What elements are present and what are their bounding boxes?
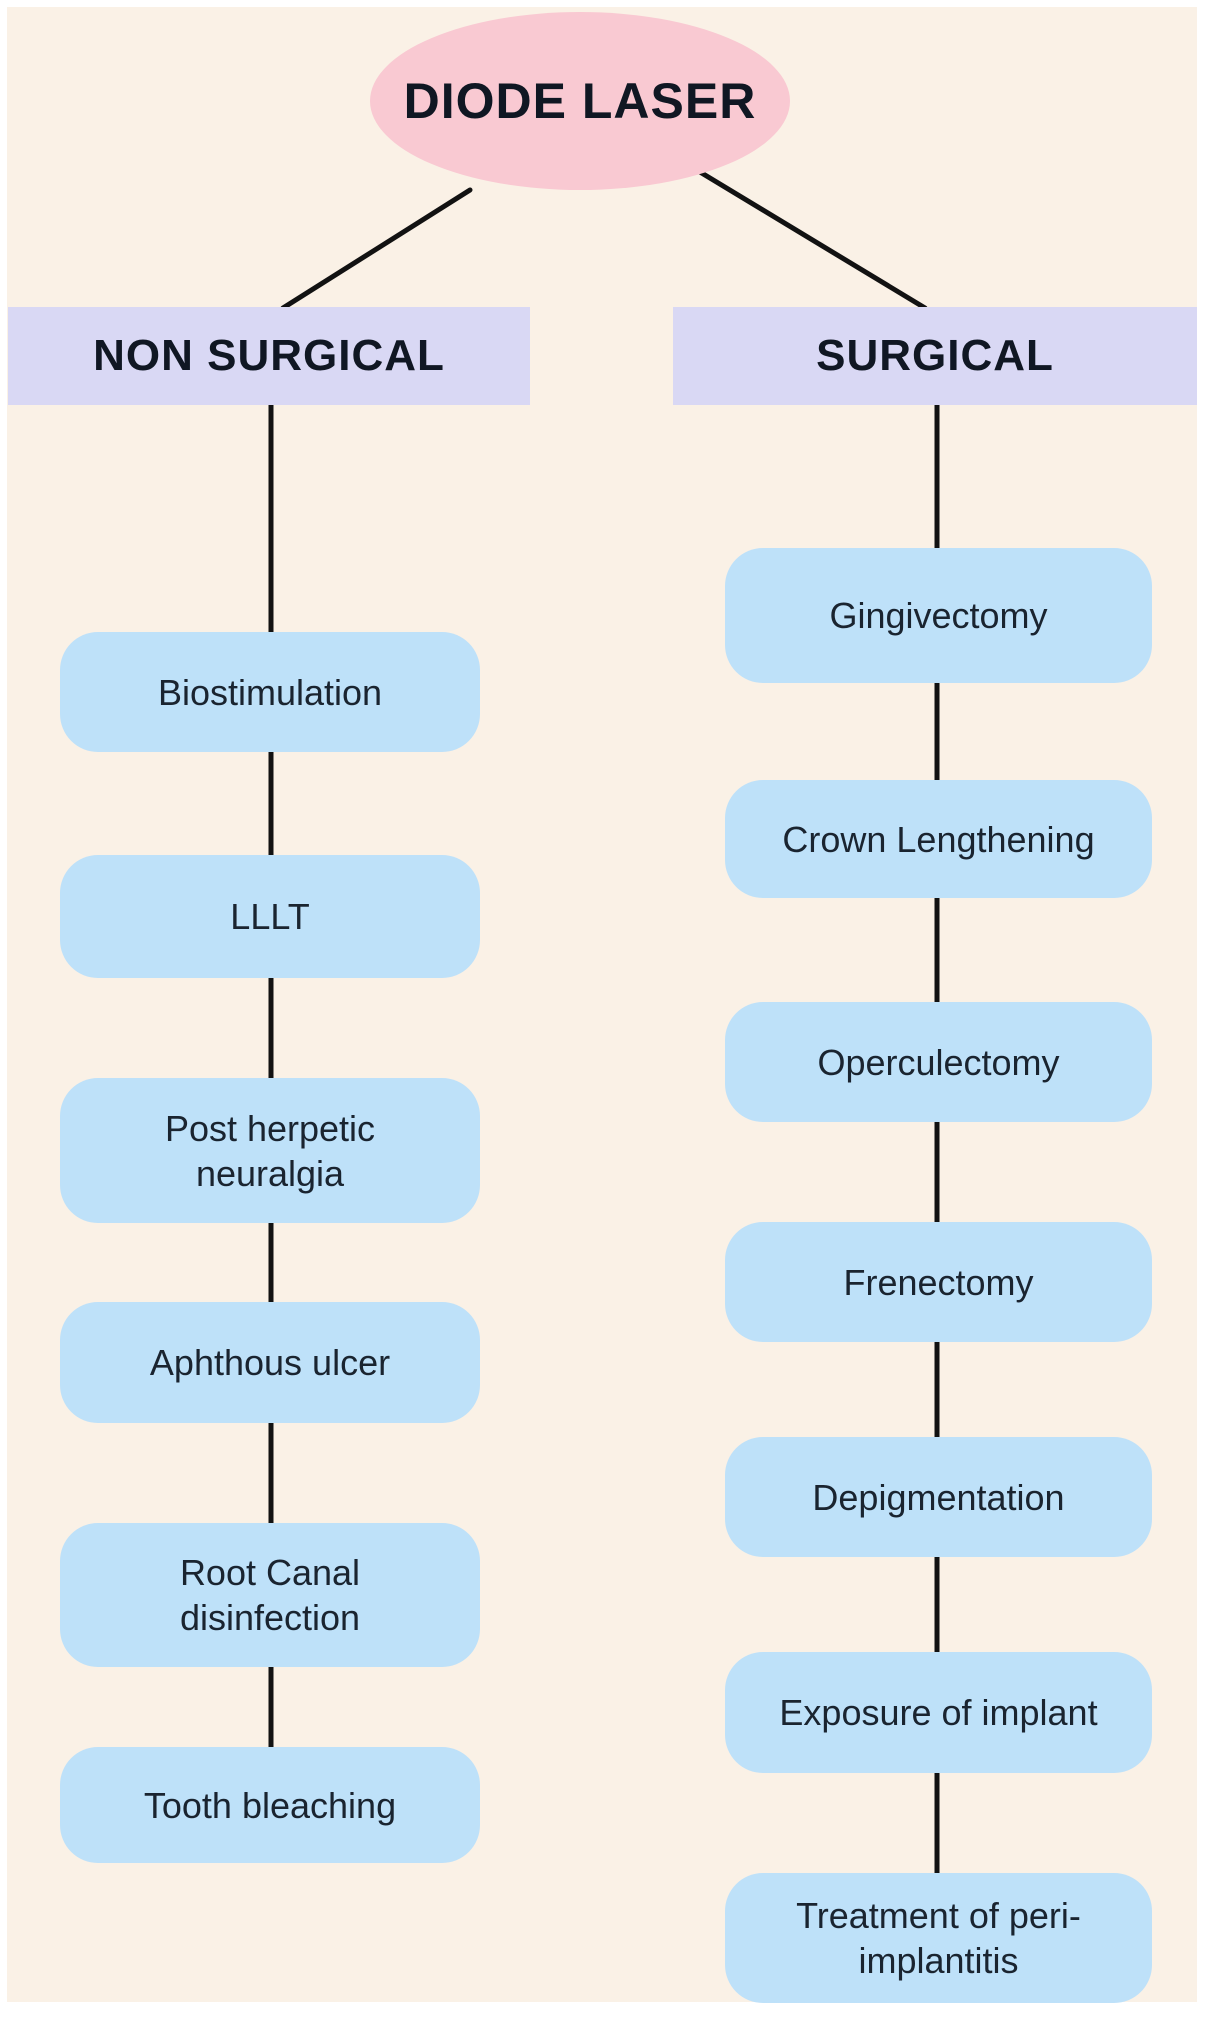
node-treatment-of-peri-implantitis: Treatment of peri-implantitis xyxy=(725,1873,1152,2003)
node-label: LLLT xyxy=(230,896,310,937)
header-non-surgical: NON SURGICAL xyxy=(8,307,530,405)
node-crown-lengthening: Crown Lengthening xyxy=(725,780,1152,898)
node-label: Operculectomy xyxy=(817,1041,1060,1083)
header-non-surgical-label: NON SURGICAL xyxy=(93,331,445,380)
node-label: Biostimulation xyxy=(157,671,383,713)
node-post-herpetic-neuralgia: Post herpetic neuralgia xyxy=(60,1078,480,1223)
node-label: Crown Lengthening xyxy=(782,818,1095,860)
root-node-diode-laser: DIODE LASER xyxy=(370,12,790,190)
node-biostimulation: Biostimulation xyxy=(60,632,480,752)
node-root-canal-disinfection: Root Canal disinfection xyxy=(60,1523,480,1667)
node-exposure-of-implant: Exposure of implant xyxy=(725,1652,1152,1773)
node-tooth-bleaching: Tooth bleaching xyxy=(60,1747,480,1863)
header-surgical: SURGICAL xyxy=(673,307,1197,405)
node-label: Aphthous ulcer xyxy=(149,1342,391,1383)
node-aphthous-ulcer: Aphthous ulcer xyxy=(60,1302,480,1423)
node-label: Gingivectomy xyxy=(829,595,1048,636)
node-label: Root Canal disinfection xyxy=(179,1552,361,1638)
node-frenectomy: Frenectomy xyxy=(725,1222,1152,1342)
node-label: Depigmentation xyxy=(812,1476,1065,1518)
root-node-label: DIODE LASER xyxy=(403,73,757,129)
header-surgical-label: SURGICAL xyxy=(816,331,1054,380)
node-label: Post herpetic neuralgia xyxy=(164,1107,376,1194)
node-lllt: LLLT xyxy=(60,855,480,978)
node-label: Frenectomy xyxy=(843,1261,1034,1303)
node-label: Tooth bleaching xyxy=(143,1784,397,1826)
connector-root-to-nonsurgical xyxy=(280,187,473,311)
node-gingivectomy: Gingivectomy xyxy=(725,548,1152,683)
node-operculectomy: Operculectomy xyxy=(725,1002,1152,1122)
node-label: Treatment of peri-implantitis xyxy=(796,1895,1081,1981)
node-depigmentation: Depigmentation xyxy=(725,1437,1152,1557)
connector-root-to-surgical xyxy=(697,169,928,311)
node-label: Exposure of implant xyxy=(779,1692,1098,1733)
